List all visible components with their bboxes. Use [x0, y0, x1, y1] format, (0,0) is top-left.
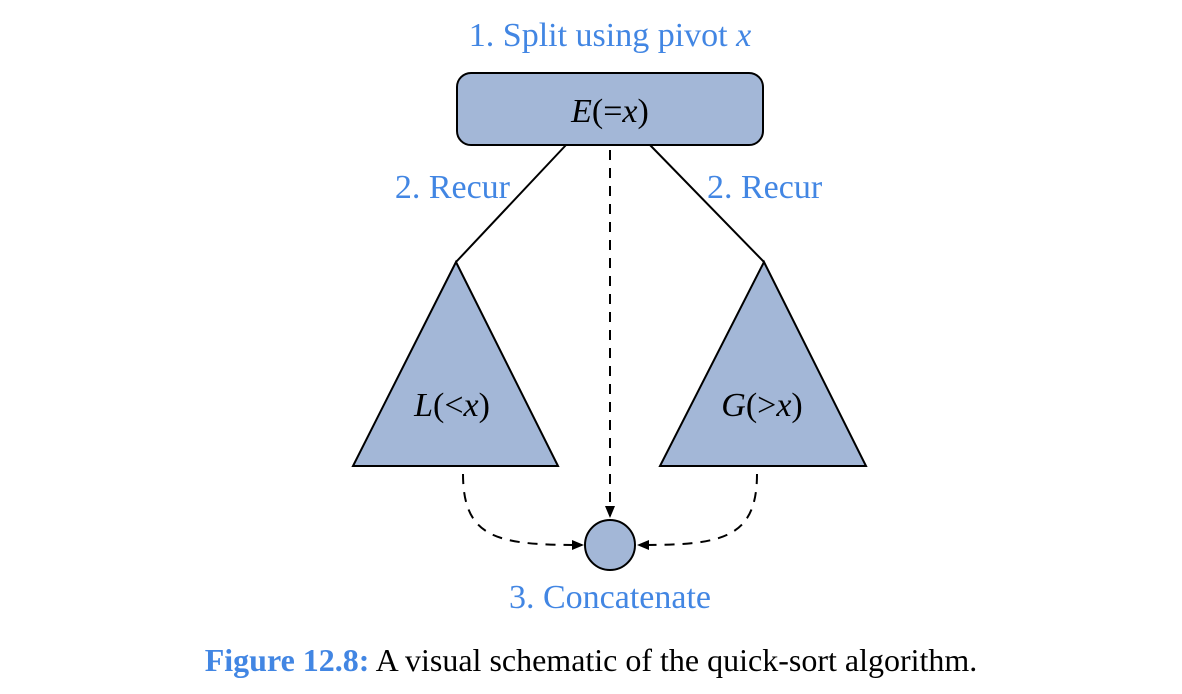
concatenate-label: 3. Concatenate — [509, 579, 711, 616]
right-to-concat-arrow — [637, 473, 758, 550]
right-subtree-triangle — [658, 259, 868, 467]
step1-text: 1. Split using pivot — [469, 17, 728, 54]
left-subtree-triangle — [351, 259, 560, 467]
root-node — [456, 72, 764, 146]
figure-caption: Figure 12.8: A visual schematic of the q… — [0, 642, 1182, 679]
recur-right-label: 2. Recur — [707, 169, 823, 206]
step1-label: 1. Split using pivot x — [469, 17, 751, 54]
concat-node — [584, 519, 636, 571]
figure-number: Figure 12.8: — [204, 642, 370, 678]
root-node-label: E(=x) — [570, 93, 649, 130]
left-to-concat-arrow — [462, 473, 584, 550]
left-subtree-label: L(<x) — [413, 387, 490, 424]
right-subtree-label: G(>x) — [721, 387, 802, 424]
step1-var: x — [735, 17, 751, 54]
figure-caption-text: A visual schematic of the quick-sort alg… — [375, 642, 978, 678]
recur-left-label: 2. Recur — [395, 169, 511, 206]
left-recur-edge — [455, 144, 567, 263]
right-recur-edge — [649, 144, 765, 263]
